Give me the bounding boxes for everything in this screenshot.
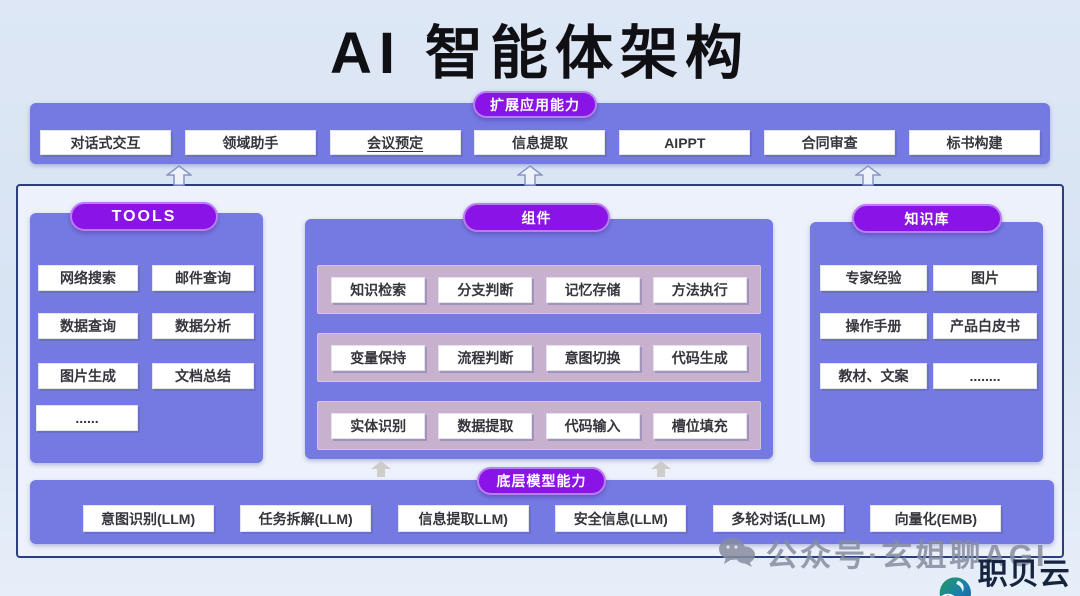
components-label-pill: 组件 xyxy=(463,203,610,232)
knowledge-item: 图片 xyxy=(933,265,1037,291)
extended-app-item: 会议预定 xyxy=(329,130,461,155)
model-item: 安全信息(LLM) xyxy=(555,505,687,532)
small-up-arrow-icon xyxy=(371,461,391,477)
component-item: 代码生成 xyxy=(652,344,747,371)
brand-name: 职贝云数 xyxy=(977,558,1071,591)
component-group: 知识检索 分支判断 记忆存储 方法执行 xyxy=(317,265,761,314)
watermark: 公众号·玄姐聊AGI xyxy=(718,530,1047,575)
extended-app-item: 领域助手 xyxy=(184,130,316,155)
wechat-icon xyxy=(719,537,755,567)
brand-logo: 职贝云数 xyxy=(938,549,1080,596)
model-item: 向量化(EMB) xyxy=(870,505,1002,532)
component-item: 分支判断 xyxy=(438,276,533,303)
knowledge-panel: 专家经验 图片 操作手册 产品白皮书 教材、文案 ........ xyxy=(810,222,1043,462)
component-item: 意图切换 xyxy=(545,344,640,371)
up-arrow-icon xyxy=(166,165,192,186)
model-item: 任务拆解(LLM) xyxy=(240,505,372,532)
knowledge-item: 产品白皮书 xyxy=(933,313,1037,339)
tool-item: 网络搜索 xyxy=(38,265,138,291)
extended-app-item: 标书构建 xyxy=(908,130,1040,155)
extended-app-item: 信息提取 xyxy=(474,130,606,155)
component-item: 方法执行 xyxy=(652,276,747,303)
component-item: 知识检索 xyxy=(331,276,426,303)
knowledge-item: ........ xyxy=(933,363,1037,389)
model-item: 意图识别(LLM) xyxy=(82,505,214,532)
tool-item: ...... xyxy=(36,405,138,431)
component-group: 实体识别 数据提取 代码输入 槽位填充 xyxy=(317,401,761,450)
tools-panel: 网络搜索 邮件查询 数据查询 数据分析 图片生成 文档总结 ...... xyxy=(30,213,263,463)
components-panel: 知识检索 分支判断 记忆存储 方法执行 变量保持 流程判断 意图切换 代码生成 … xyxy=(305,219,773,459)
model-item: 信息提取LLM) xyxy=(397,505,529,532)
up-arrow-icon xyxy=(855,165,881,186)
tool-item: 数据查询 xyxy=(38,313,138,339)
knowledge-item: 操作手册 xyxy=(820,313,927,339)
component-item: 实体识别 xyxy=(331,412,426,439)
component-item: 记忆存储 xyxy=(545,276,640,303)
component-item: 数据提取 xyxy=(438,412,533,439)
tool-item: 邮件查询 xyxy=(152,265,254,291)
extended-apps-label-pill: 扩展应用能力 xyxy=(473,91,597,118)
knowledge-item: 教材、文案 xyxy=(820,363,927,389)
extended-app-item: 对话式交互 xyxy=(40,130,171,155)
extended-app-item: AIPPT xyxy=(619,130,751,155)
small-up-arrow-icon xyxy=(651,461,671,477)
tool-item: 图片生成 xyxy=(38,363,138,389)
tool-item: 文档总结 xyxy=(152,363,254,389)
knowledge-item: 专家经验 xyxy=(820,265,927,291)
component-group: 变量保持 流程判断 意图切换 代码生成 xyxy=(317,333,761,382)
tool-item: 数据分析 xyxy=(152,313,254,339)
tools-label-pill: TOOLS xyxy=(70,202,218,231)
watermark-text: 公众号·玄姐聊AGI xyxy=(766,538,1048,573)
up-arrow-icon xyxy=(517,165,543,186)
page-title: AI 智能体架构 xyxy=(329,21,751,86)
extended-app-item: 合同审查 xyxy=(764,130,896,155)
component-item: 代码输入 xyxy=(545,412,640,439)
knowledge-label-pill: 知识库 xyxy=(852,204,1002,233)
component-item: 变量保持 xyxy=(331,344,426,371)
base-models-label-pill: 底层模型能力 xyxy=(477,467,606,495)
model-item: 多轮对话(LLM) xyxy=(712,505,844,532)
component-item: 流程判断 xyxy=(438,344,533,371)
component-item: 槽位填充 xyxy=(652,412,747,439)
brand-logo-icon xyxy=(939,577,972,596)
